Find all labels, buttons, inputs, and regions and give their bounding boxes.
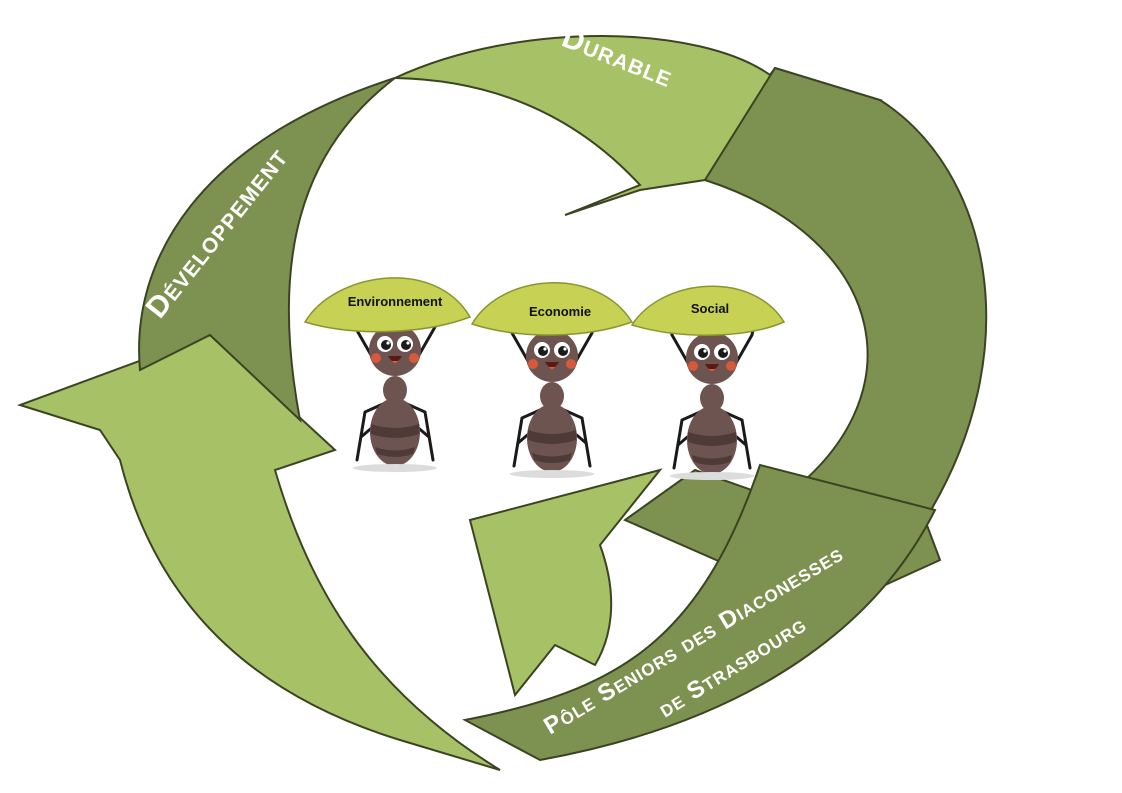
arrow-right [622, 66, 988, 612]
ant-economie: Economie [470, 282, 634, 480]
arrow-left [16, 333, 501, 771]
ant-label: Environnement [348, 294, 443, 309]
leaf-icon [630, 285, 786, 336]
ant-social: Social [630, 285, 786, 482]
leaf-icon [303, 277, 472, 333]
leaf-icon [470, 282, 634, 336]
arrow-bottom-head [468, 468, 663, 698]
ant-label: Economie [529, 304, 591, 319]
ant-environnement: Environnement [303, 277, 472, 474]
arrow-bottom [462, 463, 937, 762]
ant-label: Social [691, 301, 729, 316]
